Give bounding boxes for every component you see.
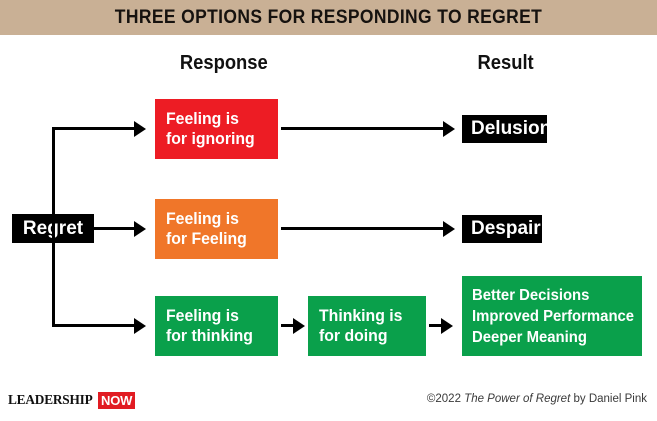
node-response-ignoring-line1: Feeling is [166,109,239,128]
connector-ignoring-to-delusion [281,127,445,130]
logo-now-badge: NOW [98,392,136,409]
node-response-thinking: Feeling is for thinking [155,296,278,356]
copyright-notice: ©2022 The Power of Regret by Daniel Pink [427,393,647,405]
page-title: THREE OPTIONS FOR RESPONDING TO REGRET [114,7,543,28]
copyright-book-title: The Power of Regret [464,393,571,405]
node-result-despair: Despair [462,215,542,243]
leadershipnow-logo: LEADERSHIP NOW [8,392,136,409]
node-middle-doing-line1: Thinking is [319,306,403,325]
node-result-outcomes-line1: Better Decisions [472,286,590,304]
connector-branch-ignoring [52,127,136,130]
column-header-response: Response [179,52,268,74]
column-header-result: Result [477,52,534,74]
node-result-outcomes-line3: Deeper Meaning [472,328,587,346]
copyright-suffix: by Daniel Pink [570,393,647,405]
connector-regret-stub [94,227,122,230]
node-response-ignoring-line2: for ignoring [166,129,255,148]
arrowhead-delusion-icon [443,120,455,137]
node-response-feeling-line1: Feeling is [166,209,239,228]
node-response-ignoring: Feeling is for ignoring [155,99,278,159]
copyright-prefix: ©2022 [426,393,465,405]
connector-feeling-to-despair [281,227,445,230]
arrowhead-branch-feeling-icon [134,220,146,237]
connector-doing-to-outcomes [429,324,443,327]
connector-trunk-vertical [52,127,55,327]
node-response-thinking-line1: Feeling is [166,306,239,325]
node-middle-doing: Thinking is for doing [308,296,426,356]
node-response-thinking-line2: for thinking [166,326,253,345]
node-response-feeling-line2: for Feeling [166,229,247,248]
arrowhead-branch-thinking-icon [134,317,146,334]
node-result-outcomes: Better Decisions Improved Performance De… [462,276,642,356]
connector-thinking-to-doing [281,324,295,327]
connector-branch-feeling [122,227,136,230]
node-result-outcomes-line2: Improved Performance [472,307,635,325]
logo-leadership-text: LEADERSHIP [8,392,93,408]
title-band: THREE OPTIONS FOR RESPONDING TO REGRET [0,0,657,35]
connector-branch-thinking [52,324,136,327]
arrowhead-branch-ignoring-icon [134,120,146,137]
arrowhead-outcomes-icon [441,317,453,334]
node-response-feeling: Feeling is for Feeling [155,199,278,259]
node-middle-doing-line2: for doing [319,326,388,345]
arrowhead-doing-icon [293,317,305,334]
node-result-delusion: Delusion [462,115,551,143]
arrowhead-despair-icon [443,220,455,237]
